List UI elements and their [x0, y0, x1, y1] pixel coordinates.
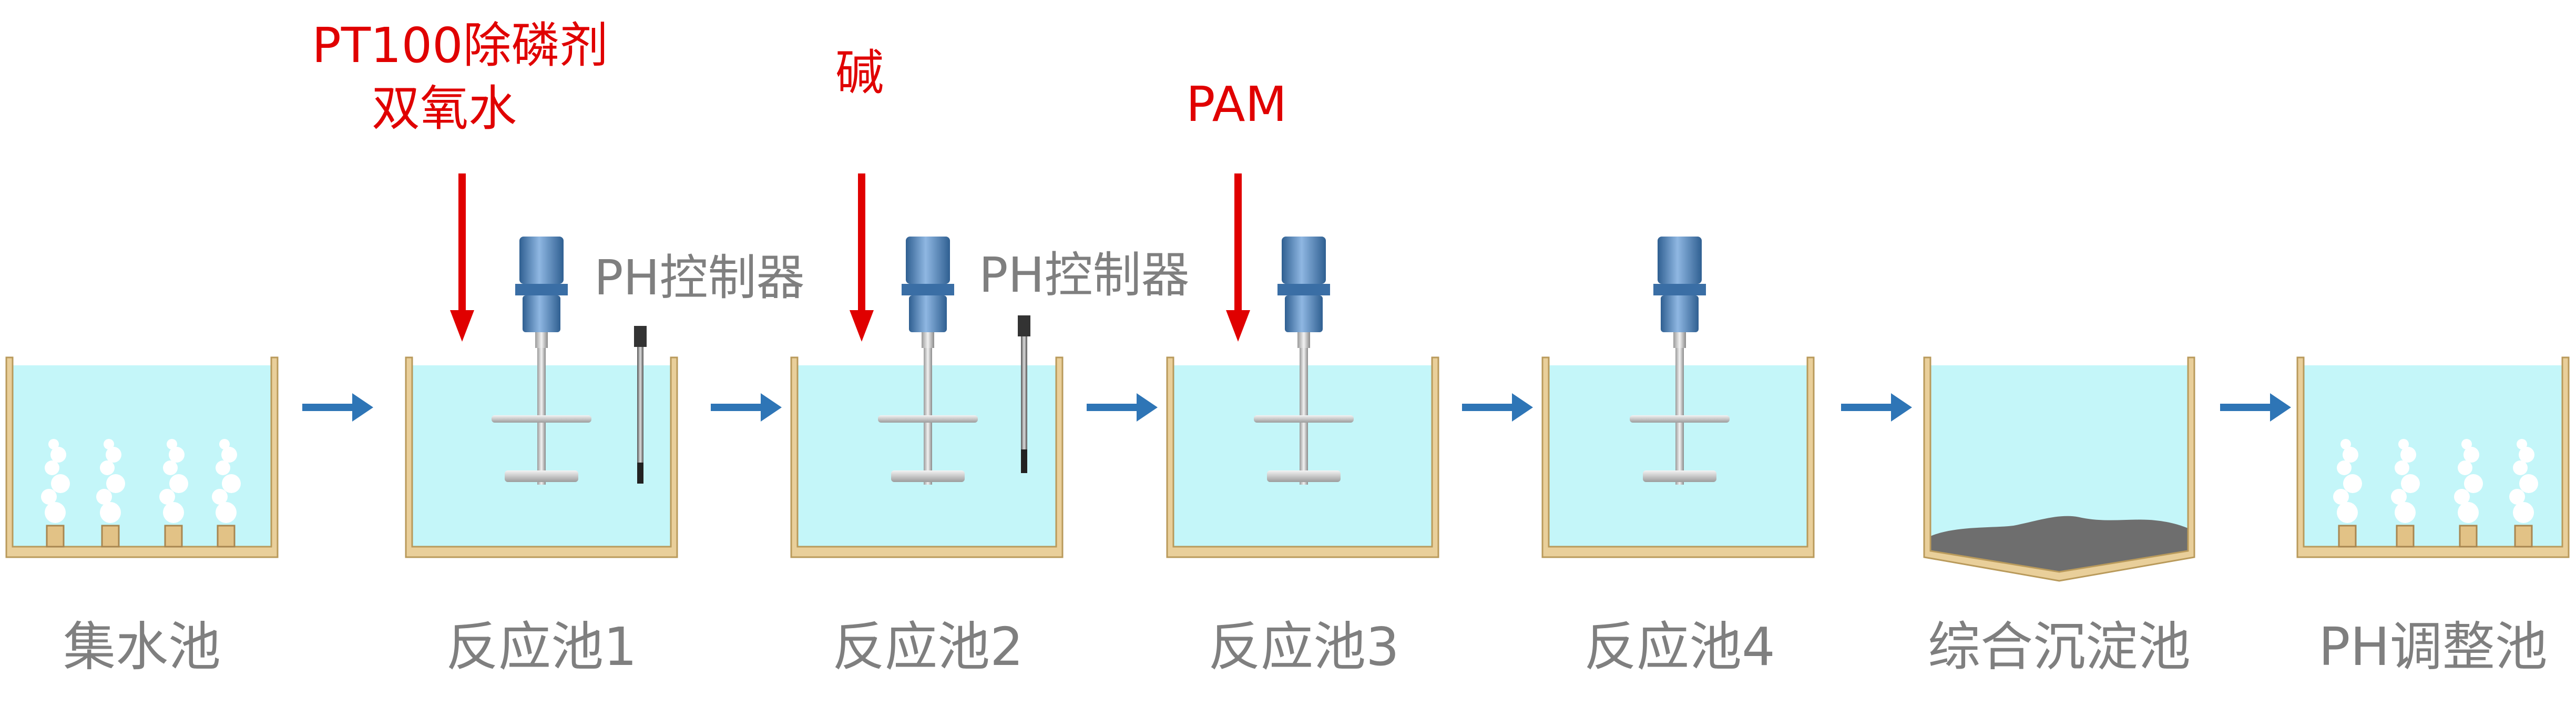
aerator-icon — [96, 439, 125, 548]
ph-controller-label: PH控制器 — [979, 247, 1190, 303]
tank-ph-adjust: PH调整池 — [2296, 356, 2570, 678]
flow-arrow-icon — [1462, 393, 1533, 422]
tank-reaction-3: 反应池3 — [1166, 237, 1439, 678]
aerator-icon — [159, 439, 188, 548]
chemical-label: 双氧水 — [372, 80, 517, 137]
tank-wall — [2296, 356, 2570, 558]
aerator-icon — [2333, 439, 2362, 548]
aerator-group — [41, 439, 241, 548]
mixer-icon — [1254, 237, 1354, 485]
chemical-label: PAM — [1186, 76, 1287, 132]
aerator-icon — [41, 439, 70, 548]
tank-label: 综合沉淀池 — [1928, 616, 2191, 678]
tank-collection: 集水池 — [5, 356, 279, 678]
aerator-group — [2333, 439, 2538, 548]
tank-wall — [1923, 356, 2195, 582]
tank-label: 反应池2 — [832, 616, 1024, 678]
ph-probe-icon — [1018, 315, 1030, 473]
dosing-arrow-icon — [850, 173, 874, 342]
aerator-icon — [2509, 439, 2538, 548]
aerator-icon — [212, 439, 241, 548]
tank-wall — [1166, 356, 1439, 558]
dosing-arrows — [450, 173, 1250, 342]
tank-reaction-4: 反应池4 — [1541, 237, 1815, 678]
sludge-layer — [1930, 516, 2188, 573]
mixer-icon — [492, 237, 591, 485]
aerator-icon — [2454, 439, 2483, 548]
flow-arrows — [302, 393, 2291, 422]
flow-arrow-icon — [2220, 393, 2291, 422]
tank-wall — [5, 356, 279, 558]
tank-label: 反应池1 — [446, 616, 637, 678]
ph-controller-label: PH控制器 — [594, 250, 805, 306]
tank-wall — [1541, 356, 1815, 558]
flow-arrow-icon — [1087, 393, 1158, 422]
tank-sedimentation: 综合沉淀池 — [1923, 356, 2195, 678]
chemical-label: PT100除磷剂 — [312, 17, 608, 74]
mixer-icon — [878, 237, 978, 485]
ph-probe-icon — [634, 326, 647, 484]
tank-reaction-2: 反应池2 — [790, 237, 1064, 678]
tank-wall — [405, 356, 678, 558]
tank-wall — [790, 356, 1064, 558]
dosing-arrow-icon — [1226, 173, 1250, 342]
tank-label: 集水池 — [63, 616, 221, 678]
chemical-label: 碱 — [835, 45, 884, 101]
tank-label: PH调整池 — [2318, 616, 2548, 678]
tank-reaction-1: 反应池1 — [405, 237, 678, 678]
flow-arrow-icon — [302, 393, 373, 422]
mixer-icon — [1630, 237, 1730, 485]
aerator-icon — [2391, 439, 2420, 548]
tank-label: 反应池3 — [1208, 616, 1399, 678]
flow-arrow-icon — [1841, 393, 1912, 422]
flow-arrow-icon — [711, 393, 782, 422]
dosing-arrow-icon — [450, 173, 474, 342]
tank-label: 反应池4 — [1584, 616, 1775, 678]
